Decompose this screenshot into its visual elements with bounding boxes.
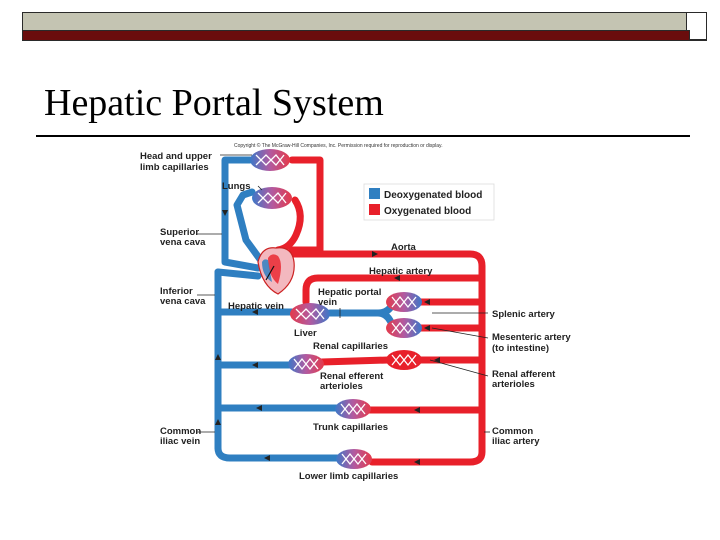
flow-arrows: [215, 210, 440, 465]
capillary-renal-glomerulus: [386, 350, 422, 370]
ivc-to-heart: [214, 268, 262, 280]
label-common-iliac-artery-l1: Common: [492, 426, 533, 437]
leader-lines: [197, 154, 490, 433]
legend-label-oxygenated: Oxygenated blood: [384, 206, 471, 217]
header-corner-box-lower: [689, 30, 707, 40]
label-superior-vena-cava-l1: Superior: [160, 227, 199, 238]
label-renal-afferent-l2: arterioles: [492, 379, 535, 390]
capillary-head: [250, 149, 290, 171]
legend-swatch-deoxygenated: [369, 188, 380, 199]
capillary-trunk: [335, 399, 371, 419]
label-mesenteric-l1: Mesenteric artery: [492, 332, 571, 343]
capillary-lungs: [252, 187, 292, 209]
label-renal-efferent-l1: Renal efferent: [320, 371, 384, 382]
legend-label-deoxygenated: Deoxygenated blood: [384, 190, 482, 201]
label-renal-capillaries: Renal capillaries: [313, 341, 388, 352]
label-common-iliac-vein-l1: Common: [160, 426, 201, 437]
capillary-renal: [288, 354, 324, 374]
slide-title: Hepatic Portal System: [44, 82, 384, 124]
diagram-labels: Head and upper limb capillaries Lungs Su…: [140, 151, 571, 482]
heart: [257, 247, 295, 295]
label-mesenteric-l2: (to intestine): [492, 343, 549, 354]
label-superior-vena-cava-l2: vena cava: [160, 237, 206, 248]
label-inferior-vena-cava-l2: vena cava: [160, 296, 206, 307]
capillary-liver: [290, 303, 330, 325]
label-hepatic-artery: Hepatic artery: [369, 266, 433, 277]
legend: Deoxygenated blood Oxygenated blood: [363, 183, 495, 221]
legend-swatch-oxygenated: [369, 204, 380, 215]
label-liver: Liver: [294, 328, 317, 339]
label-hepatic-vein: Hepatic vein: [228, 301, 284, 312]
label-trunk-capillaries: Trunk capillaries: [313, 422, 388, 433]
label-head-capillaries-l1: Head and upper: [140, 151, 212, 162]
label-common-iliac-artery-l2: iliac artery: [492, 436, 540, 447]
renal-efferent: [318, 356, 392, 366]
label-hepatic-portal-l2: vein: [318, 297, 337, 308]
label-lungs: Lungs: [222, 181, 251, 192]
label-renal-efferent-l2: arterioles: [320, 381, 363, 392]
aorta-to-head: [288, 156, 324, 254]
hepatic-artery: [302, 274, 486, 306]
label-head-capillaries-l2: limb capillaries: [140, 162, 209, 173]
common-iliac-vein: [214, 444, 342, 462]
label-aorta: Aorta: [391, 242, 417, 253]
capillary-mesenteric: [386, 318, 422, 338]
copyright-notice: Copyright © The McGraw-Hill Companies, I…: [234, 143, 443, 149]
title-underline: [36, 135, 690, 137]
label-hepatic-portal-l1: Hepatic portal: [318, 287, 381, 298]
label-renal-afferent-l1: Renal afferent: [492, 369, 556, 380]
pulmonary-artery: [233, 188, 266, 266]
oxygenated-vessels: [274, 156, 486, 466]
label-common-iliac-vein-l2: iliac vein: [160, 436, 200, 447]
label-inferior-vena-cava-l1: Inferior: [160, 286, 193, 297]
label-lower-limb-capillaries: Lower limb capillaries: [299, 471, 398, 482]
capillary-lower-limb: [336, 449, 372, 469]
label-splenic-artery: Splenic artery: [492, 309, 556, 320]
capillary-splenic: [386, 292, 422, 312]
